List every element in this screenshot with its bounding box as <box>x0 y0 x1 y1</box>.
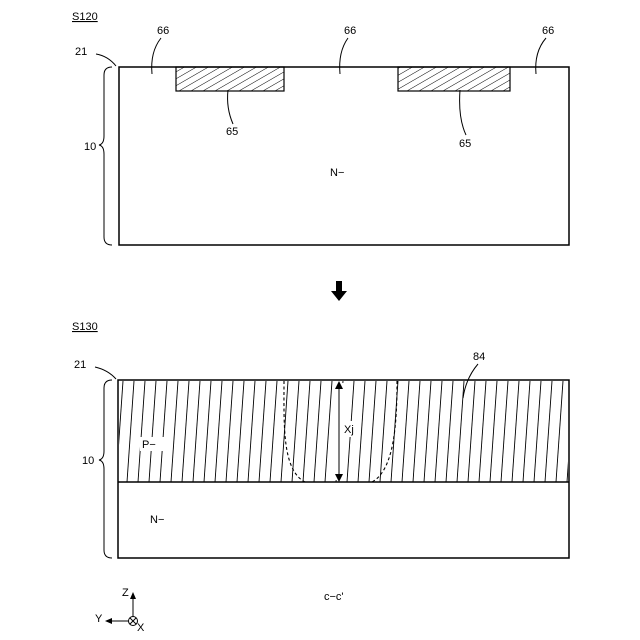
y-axis-arrow-icon <box>105 618 112 624</box>
step-label-s120: S120 <box>72 11 98 23</box>
x-axis-label: X <box>137 622 145 634</box>
hatch-line <box>380 381 387 482</box>
hatch-line <box>512 381 519 482</box>
hatch-line <box>413 381 420 482</box>
hatch-line <box>534 381 541 482</box>
hatch-line <box>479 381 486 482</box>
hatch-line <box>171 381 178 482</box>
p-layer-hatch <box>116 381 607 482</box>
diffusion-profile-right <box>372 381 397 482</box>
brace-10-bottom <box>99 380 112 558</box>
doping-label-top: N− <box>330 167 344 179</box>
hatch-line <box>160 381 167 482</box>
z-axis-label: Z <box>122 587 129 599</box>
leader-84 <box>463 364 478 398</box>
substrate-box-top <box>119 67 569 245</box>
hatch-line <box>556 381 563 482</box>
hatch-line <box>303 381 310 482</box>
hatch-line <box>523 381 530 482</box>
hatch-line <box>270 381 277 482</box>
down-arrow-icon <box>331 281 347 301</box>
hatch-line <box>490 381 497 482</box>
hatch-line <box>314 381 321 482</box>
y-axis-label: Y <box>95 613 103 625</box>
hatch-line <box>468 381 475 482</box>
hatch-line <box>248 381 255 482</box>
z-axis-arrow-icon <box>130 592 136 599</box>
leader-21-top <box>96 54 116 66</box>
mask-65-left <box>176 67 284 91</box>
hatch-line <box>578 381 585 482</box>
leader-65-right <box>460 90 466 135</box>
leader-21-bottom <box>95 367 116 379</box>
layer-label-84: 84 <box>473 351 485 363</box>
leader-65-left <box>228 90 233 124</box>
hatch-line <box>446 381 453 482</box>
section-label: c−c' <box>324 591 344 603</box>
hatch-line <box>501 381 508 482</box>
hatch-line <box>259 381 266 482</box>
mask-65-right <box>398 67 510 91</box>
hatch-line <box>369 381 376 482</box>
hatch-line <box>116 381 123 482</box>
doping-label-bottom: N− <box>150 514 164 526</box>
hatch-line <box>424 381 431 482</box>
leader-66-mid <box>340 38 348 74</box>
hatch-line <box>567 381 574 482</box>
p-doping-label: P− <box>142 439 156 451</box>
label-66-right: 66 <box>542 25 554 37</box>
hatch-line <box>589 381 596 482</box>
surface-label-top: 21 <box>75 46 87 58</box>
hatch-line <box>149 381 156 482</box>
hatch-line <box>600 381 607 482</box>
step-label-s130: S130 <box>72 321 98 333</box>
leader-66-right <box>536 38 546 74</box>
hatch-line <box>204 381 211 482</box>
hatch-line <box>237 381 244 482</box>
hatch-line <box>435 381 442 482</box>
hatch-line <box>182 381 189 482</box>
region-label-bottom: 10 <box>82 455 94 467</box>
label-65-right: 65 <box>459 138 471 150</box>
hatch-line <box>193 381 200 482</box>
leader-66-left <box>152 38 161 74</box>
hatch-line <box>358 381 365 482</box>
surface-label-bottom: 21 <box>74 359 86 371</box>
hatch-line <box>545 381 552 482</box>
depth-label: Xj <box>344 424 354 436</box>
region-label-top: 10 <box>84 141 96 153</box>
label-65-left: 65 <box>226 126 238 138</box>
hatch-line <box>325 381 332 482</box>
hatch-line <box>215 381 222 482</box>
hatch-line <box>138 381 145 482</box>
hatch-line <box>402 381 409 482</box>
hatch-line <box>292 381 299 482</box>
label-66-mid: 66 <box>344 25 356 37</box>
brace-10-top <box>99 67 112 245</box>
hatch-line <box>127 381 134 482</box>
label-66-left: 66 <box>157 25 169 37</box>
hatch-line <box>226 381 233 482</box>
